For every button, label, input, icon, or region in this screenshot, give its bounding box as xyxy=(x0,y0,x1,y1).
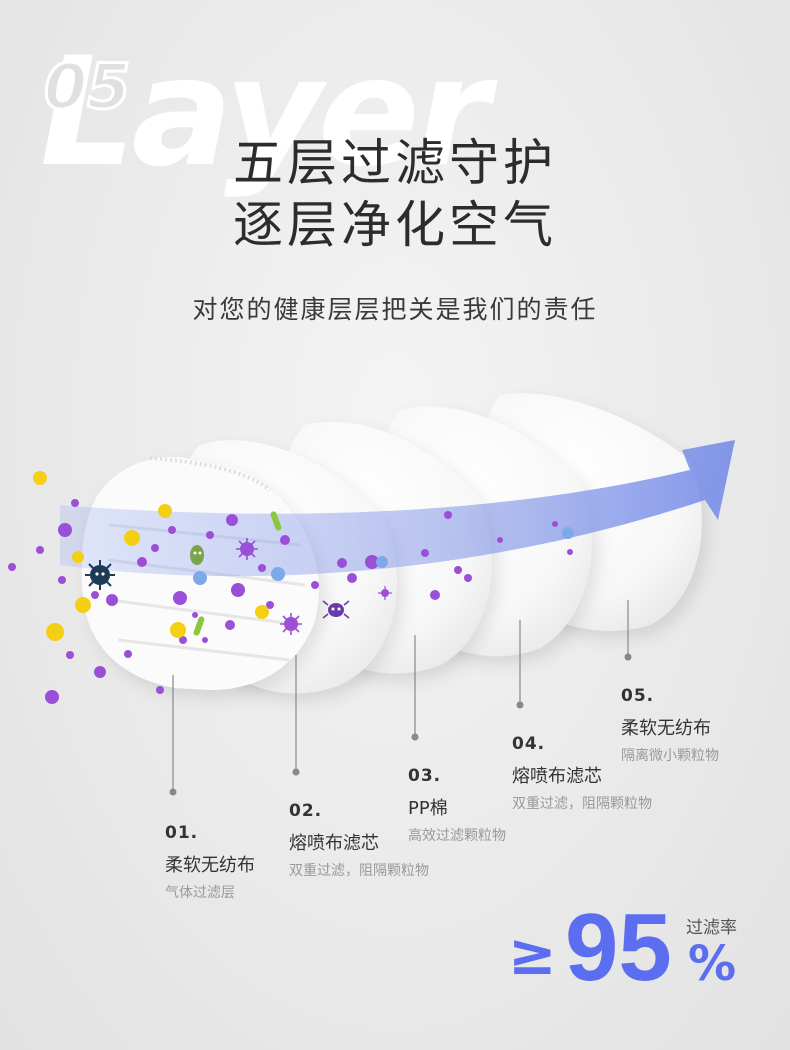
germ-icon-1 xyxy=(236,538,258,560)
filtration-rate-label: 过滤率 xyxy=(686,918,737,938)
background-number: 05 xyxy=(42,50,131,123)
rod-bacteria-1 xyxy=(270,511,282,531)
germ-icon-3 xyxy=(378,586,392,600)
layer-description: 隔离微小颗粒物 xyxy=(621,748,719,764)
virus-icon xyxy=(85,560,115,590)
blue-particles xyxy=(193,527,574,585)
germ-icon-2 xyxy=(280,613,302,635)
headline-line2: 逐层净化空气 xyxy=(233,196,557,254)
filtration-rate-prefix: ≥ xyxy=(508,920,557,988)
layer-number: 01. xyxy=(165,823,199,843)
airflow-arrow xyxy=(60,440,735,577)
headline-line1: 五层过滤守护 xyxy=(233,134,557,192)
layer-name: 柔软无纺布 xyxy=(165,855,255,876)
layer-name: 熔喷布滤芯 xyxy=(512,766,602,787)
layer-description: 高效过滤颗粒物 xyxy=(408,828,506,844)
bug-icon xyxy=(322,600,350,619)
layer-number: 05. xyxy=(621,686,655,706)
background-word: Layer xyxy=(40,26,490,200)
layer-label-03: 03. PP棉 高效过滤颗粒物 xyxy=(408,766,506,845)
filtration-rate-value: 95 xyxy=(565,894,672,1001)
layer-number: 03. xyxy=(408,766,442,786)
layer-label-05: 05. 柔软无纺布 隔离微小颗粒物 xyxy=(621,686,719,765)
layer-label-02: 02. 熔喷布滤芯 双重过滤，阻隔颗粒物 xyxy=(289,801,429,880)
layer-label-04: 04. 熔喷布滤芯 双重过滤，阻隔颗粒物 xyxy=(512,734,652,813)
yellow-particles xyxy=(33,471,269,641)
layer-description: 气体过滤层 xyxy=(165,885,235,901)
purple-particles xyxy=(8,499,573,704)
layer-description: 双重过滤，阻隔颗粒物 xyxy=(512,796,652,812)
layer-name: PP棉 xyxy=(408,798,448,819)
layer-description: 双重过滤，阻隔颗粒物 xyxy=(289,863,429,879)
layer-number: 04. xyxy=(512,734,546,754)
layer-number: 02. xyxy=(289,801,323,821)
rod-bacteria-2 xyxy=(193,616,205,636)
subtitle: 对您的健康层层把关是我们的责任 xyxy=(192,295,598,324)
layer-name: 熔喷布滤芯 xyxy=(289,833,379,854)
filtration-rate-unit: % xyxy=(688,936,737,992)
bacteria-icon xyxy=(190,545,204,565)
layer-name: 柔软无纺布 xyxy=(621,718,711,739)
layer-label-01: 01. 柔软无纺布 气体过滤层 xyxy=(165,823,255,902)
